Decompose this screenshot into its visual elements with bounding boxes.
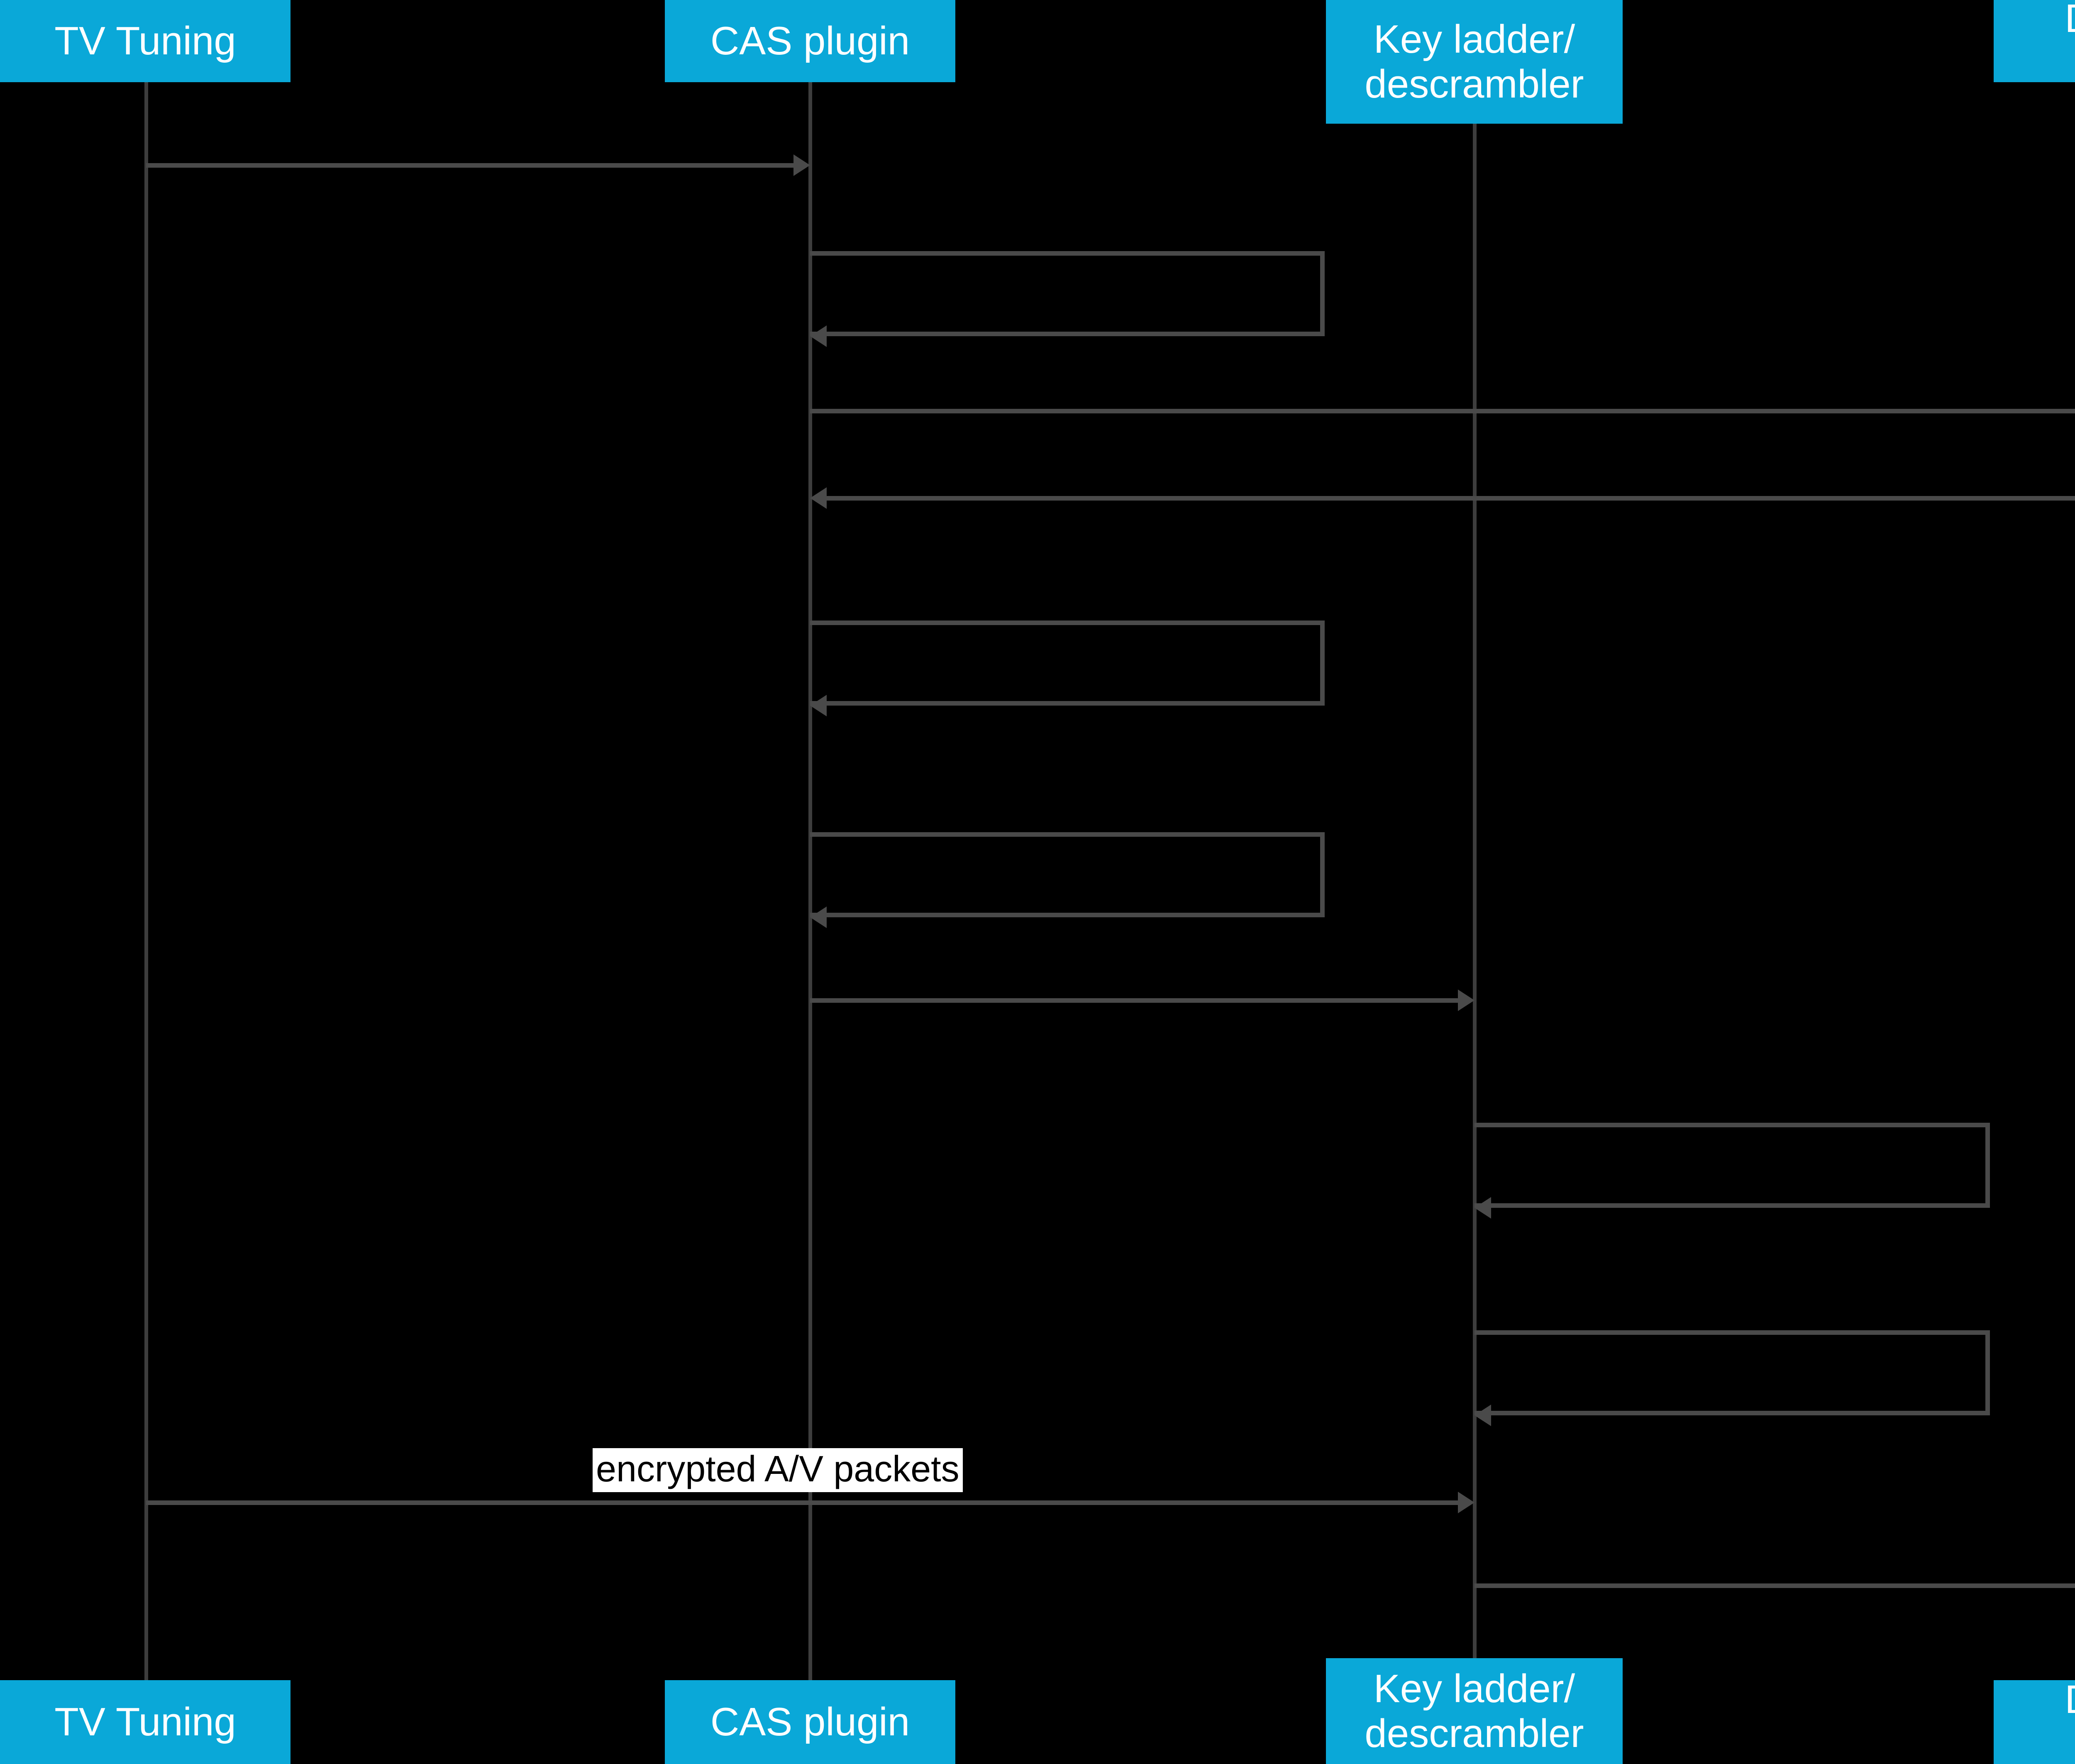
message-arrow-3[interactable]: [810, 409, 2075, 413]
message-selfloop-2[interactable]: [810, 251, 1325, 336]
arrowhead-7-icon: [1458, 990, 1474, 1011]
participant-footer-decode[interactable]: Decode, display: [1994, 1677, 2075, 1764]
arrowhead-10-icon: [1458, 1492, 1474, 1513]
arrowhead-4-icon: [810, 487, 827, 509]
lifeline-tv-tuning: [144, 82, 148, 1680]
arrowhead-6-icon: [810, 906, 827, 928]
message-label-encrypted-av-packets: encrypted A/V packets: [593, 1448, 963, 1493]
message-arrow-7[interactable]: [810, 998, 1458, 1003]
message-selfloop-6[interactable]: [810, 832, 1325, 917]
participant-footer-cas-plugin[interactable]: CAS plugin: [665, 1680, 955, 1764]
lifeline-cas-plugin: [808, 82, 812, 1680]
arrowhead-5-icon: [810, 695, 827, 716]
arrowhead-2-icon: [810, 325, 827, 347]
arrowhead-9-icon: [1474, 1405, 1491, 1426]
message-selfloop-8[interactable]: [1474, 1123, 1990, 1208]
arrowhead-8-icon: [1474, 1197, 1491, 1219]
message-selfloop-5[interactable]: [810, 621, 1325, 706]
participant-header-decode[interactable]: Decode, display: [1994, 0, 2075, 82]
message-arrow-11[interactable]: [1474, 1583, 2075, 1588]
arrowhead-1-icon: [793, 154, 810, 176]
message-selfloop-9[interactable]: [1474, 1330, 1990, 1415]
participant-footer-tv-tuning[interactable]: TV Tuning: [0, 1680, 290, 1764]
message-arrow-10[interactable]: [146, 1500, 1458, 1505]
participant-header-cas-plugin[interactable]: CAS plugin: [665, 0, 955, 82]
participant-header-tv-tuning[interactable]: TV Tuning: [0, 0, 290, 82]
message-arrow-1[interactable]: [146, 163, 793, 168]
participant-footer-key-ladder[interactable]: Key ladder/ descrambler: [1326, 1658, 1623, 1764]
lifeline-key-ladder: [1473, 124, 1477, 1658]
participant-header-key-ladder[interactable]: Key ladder/ descrambler: [1326, 0, 1623, 124]
message-arrow-4[interactable]: [827, 496, 2075, 501]
